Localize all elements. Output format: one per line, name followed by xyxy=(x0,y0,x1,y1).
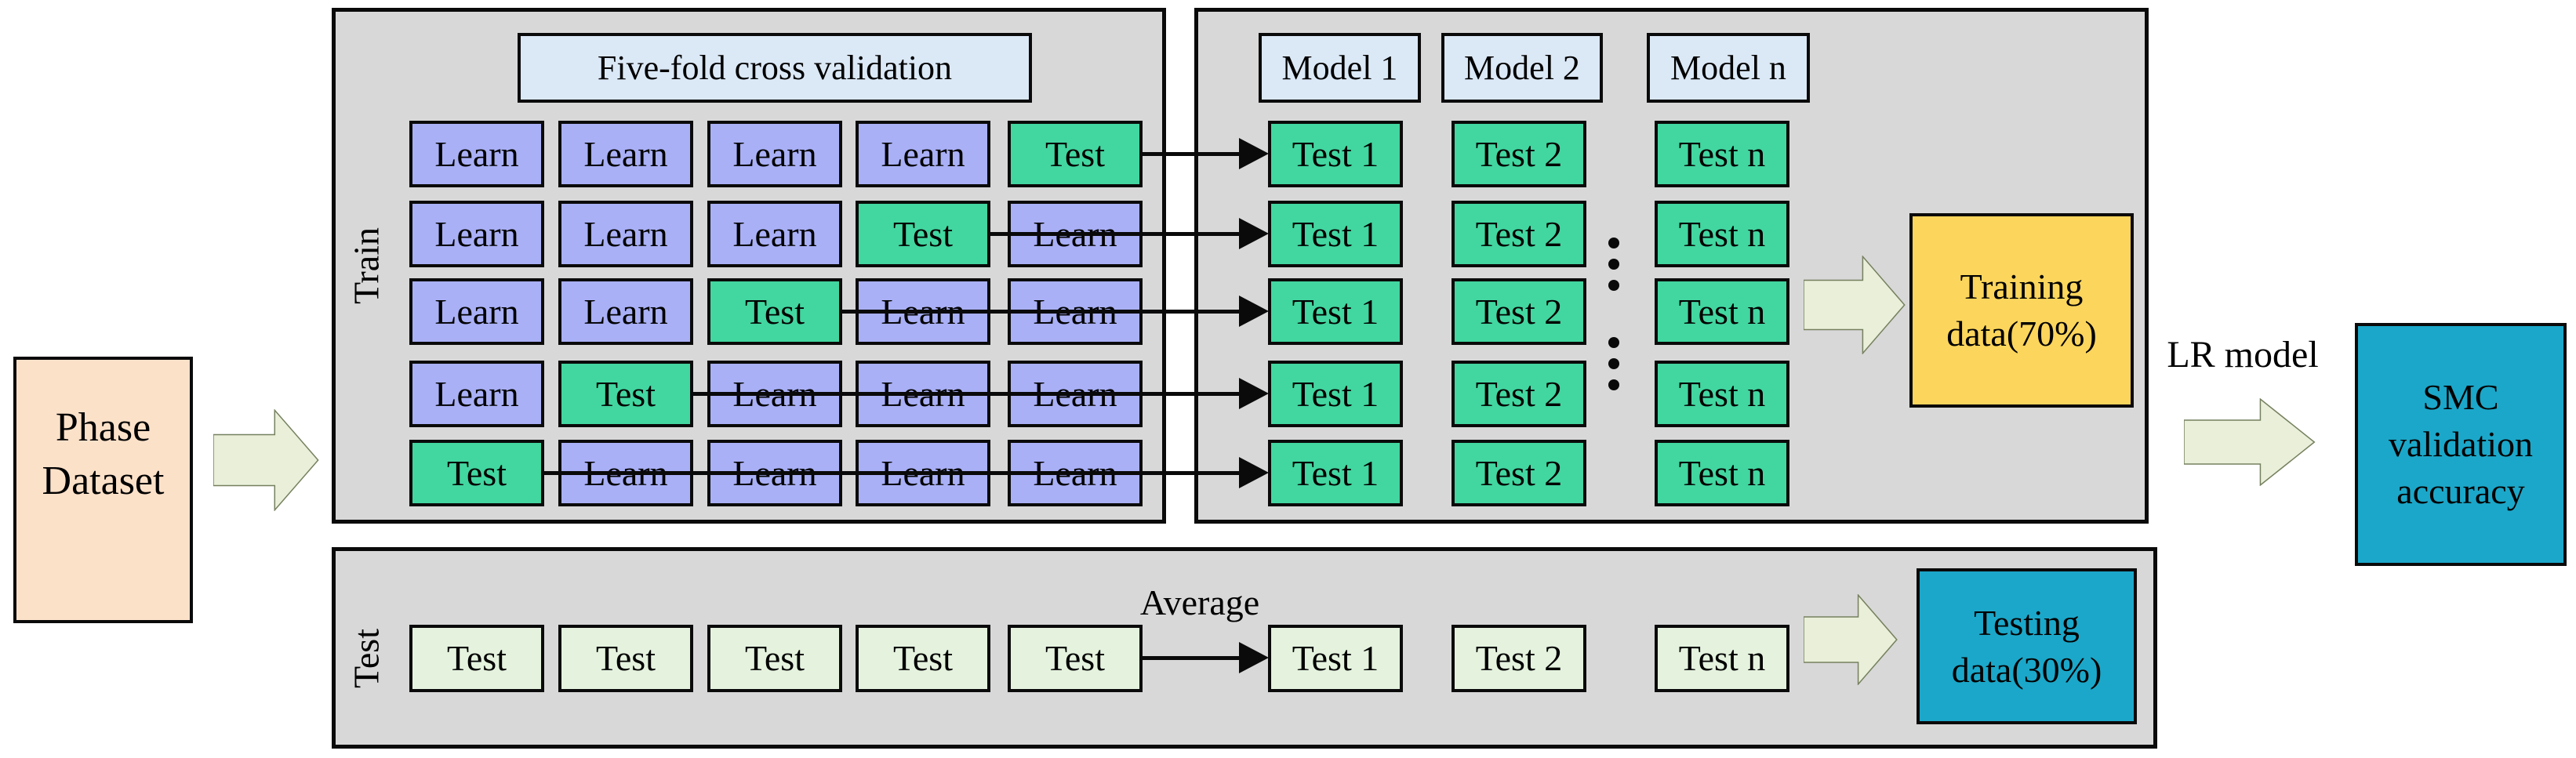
connector-line xyxy=(990,232,1241,236)
test-fold-box: Test xyxy=(856,625,990,692)
smc-validation-accuracy-box: SMC validation accuracy xyxy=(2355,323,2567,566)
fold-cell: Learn xyxy=(409,361,544,427)
model-test-cell: Test 2 xyxy=(1451,278,1586,345)
test-side-label: Test xyxy=(346,629,387,688)
model-test-cell: Test 1 xyxy=(1268,121,1403,187)
vertical-ellipsis-icon xyxy=(1608,337,1619,390)
vertical-ellipsis-icon xyxy=(1608,238,1619,291)
fold-cell-test: Test xyxy=(558,361,693,427)
block-arrow-right-icon xyxy=(213,409,319,511)
training-data-label-line1: Training xyxy=(1960,267,2084,307)
model-test-cell: Test 1 xyxy=(1268,278,1403,345)
model-test-cell: Test 2 xyxy=(1451,440,1586,506)
model-test-cell: Test 2 xyxy=(1451,121,1586,187)
connector-line xyxy=(1143,656,1241,660)
training-data-label-line2: data(70%) xyxy=(1946,314,2097,354)
test-result-box: Test n xyxy=(1655,625,1789,692)
model-header-box: Model 2 xyxy=(1441,33,1603,103)
connector-line xyxy=(544,471,1241,475)
fold-cell-test: Test xyxy=(1008,121,1143,187)
model-test-cell: Test n xyxy=(1655,201,1789,267)
smc-label-line3: accuracy xyxy=(2396,470,2525,511)
fold-cell-test: Test xyxy=(409,440,544,506)
model-test-cell: Test 2 xyxy=(1451,361,1586,427)
arrowhead-icon xyxy=(1239,218,1269,249)
phase-dataset-label-line2: Dataset xyxy=(42,459,165,503)
model-test-cell: Test 2 xyxy=(1451,201,1586,267)
connector-line xyxy=(693,392,1241,396)
model-test-cell: Test 1 xyxy=(1268,361,1403,427)
fold-cell: Learn xyxy=(409,278,544,345)
connector-line xyxy=(1143,152,1241,156)
arrowhead-icon xyxy=(1239,457,1269,488)
model-test-cell: Test n xyxy=(1655,361,1789,427)
phase-dataset-box: Phase Dataset xyxy=(13,357,193,623)
block-arrow-right-icon xyxy=(1804,594,1898,685)
testing-data-label-line1: Testing xyxy=(1974,602,2080,643)
test-result-box: Test 1 xyxy=(1268,625,1403,692)
model-header-box: Model 1 xyxy=(1259,33,1421,103)
arrowhead-icon xyxy=(1239,138,1269,169)
arrowhead-icon xyxy=(1239,296,1269,327)
test-fold-box: Test xyxy=(409,625,544,692)
model-test-cell: Test n xyxy=(1655,440,1789,506)
arrowhead-icon xyxy=(1239,642,1269,673)
connector-line xyxy=(842,310,1241,314)
block-arrow-right-icon xyxy=(2184,398,2316,486)
arrowhead-icon xyxy=(1239,378,1269,409)
model-test-cell: Test 1 xyxy=(1268,201,1403,267)
testing-data-box: Testing data(30%) xyxy=(1917,568,2137,724)
model-test-cell: Test 1 xyxy=(1268,440,1403,506)
fold-cell-test: Test xyxy=(707,278,842,345)
phase-dataset-label-line1: Phase xyxy=(55,405,151,451)
fold-cell: Learn xyxy=(707,121,842,187)
fold-cell-test: Test xyxy=(856,201,990,267)
test-fold-box: Test xyxy=(707,625,842,692)
model-test-cell: Test n xyxy=(1655,278,1789,345)
model-test-cell: Test n xyxy=(1655,121,1789,187)
smc-label-line2: validation xyxy=(2389,424,2533,465)
block-arrow-right-icon xyxy=(1804,256,1906,354)
smc-label-line1: SMC xyxy=(2422,377,2499,418)
fold-cell: Learn xyxy=(558,201,693,267)
fold-cell: Learn xyxy=(409,121,544,187)
fold-cell: Learn xyxy=(558,278,693,345)
average-label: Average xyxy=(1139,582,1260,622)
fold-cell: Learn xyxy=(409,201,544,267)
test-result-box: Test 2 xyxy=(1451,625,1586,692)
fold-cell: Learn xyxy=(856,121,990,187)
model-header-box: Model n xyxy=(1647,33,1810,103)
test-fold-box: Test xyxy=(1008,625,1143,692)
training-data-box: Training data(70%) xyxy=(1909,213,2134,408)
fold-cell: Learn xyxy=(707,201,842,267)
five-fold-header-box: Five-fold cross validation xyxy=(518,33,1032,103)
testing-data-label-line2: data(30%) xyxy=(1951,649,2102,690)
train-side-label: Train xyxy=(346,227,387,304)
fold-cell: Learn xyxy=(558,121,693,187)
test-fold-box: Test xyxy=(558,625,693,692)
lr-model-label: LR model xyxy=(2167,334,2319,375)
five-fold-header-label: Five-fold cross validation xyxy=(597,48,953,87)
